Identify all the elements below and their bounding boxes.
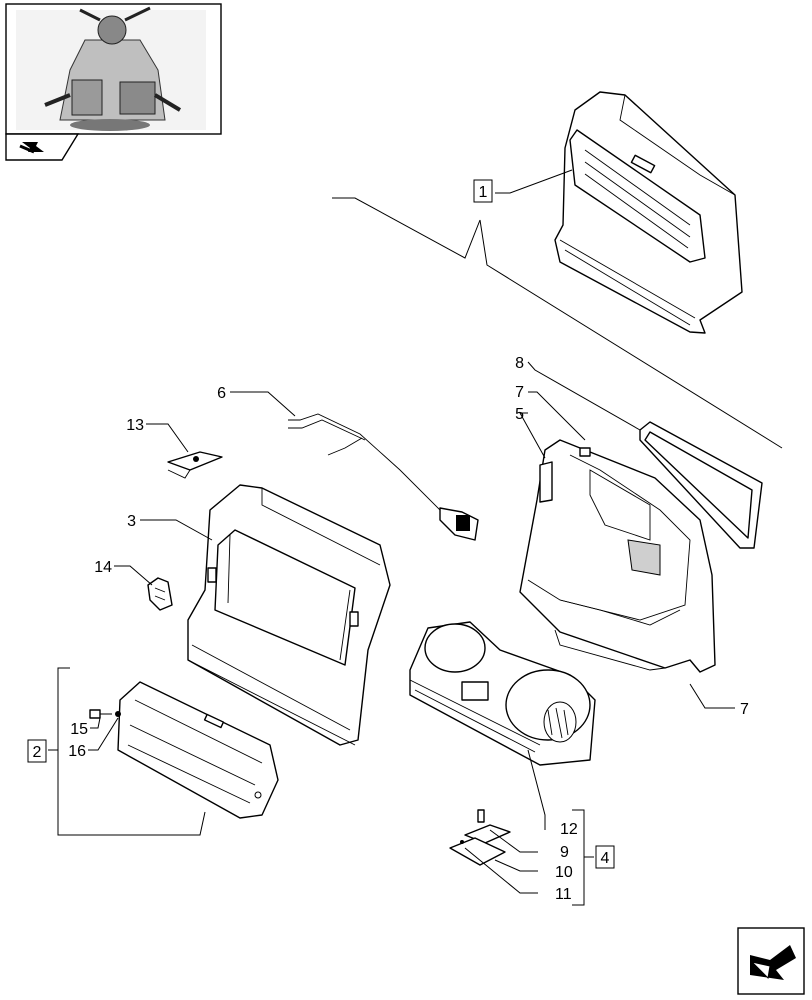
- label-10[interactable]: 10: [555, 864, 573, 881]
- label-6[interactable]: 6: [217, 385, 226, 402]
- label-7-bottom[interactable]: 7: [740, 701, 749, 718]
- label-9[interactable]: 9: [560, 844, 569, 861]
- part-14-drawing: [147, 577, 173, 611]
- label-16[interactable]: 16: [68, 743, 86, 760]
- tractor-cab-thumbnail[interactable]: [5, 3, 222, 135]
- leader-lines: [332, 169, 783, 449]
- blower-assembly-drawing: [409, 621, 596, 766]
- part-2-drawing: [117, 681, 279, 819]
- label-2: 2: [33, 744, 42, 761]
- part-15-16-drawing: [89, 709, 121, 719]
- label-8[interactable]: 8: [515, 355, 524, 372]
- label-3[interactable]: 3: [127, 513, 136, 530]
- label-13[interactable]: 13: [126, 417, 144, 434]
- part-8-drawing: [639, 421, 763, 549]
- label-7-top[interactable]: 7: [515, 384, 524, 401]
- part-1-drawing: [554, 91, 743, 334]
- label-14[interactable]: 14: [94, 559, 112, 576]
- part-13-drawing: [167, 451, 223, 479]
- label-12[interactable]: 12: [560, 821, 578, 838]
- label-15[interactable]: 15: [70, 721, 88, 738]
- label-4: 4: [601, 850, 610, 867]
- part-3-drawing: [187, 484, 391, 746]
- parts-9-10-11-drawing: [449, 809, 511, 866]
- label-box-4[interactable]: 4: [595, 845, 615, 869]
- part-leader-lines: [48, 361, 735, 906]
- label-11[interactable]: 11: [555, 886, 572, 903]
- label-1: 1: [479, 184, 488, 201]
- label-box-2[interactable]: 2: [27, 739, 47, 763]
- part-5-drawing: [519, 439, 716, 673]
- label-box-1[interactable]: 1: [473, 179, 493, 203]
- arrow-icon[interactable]: [5, 133, 80, 161]
- part-6-drawing: [288, 413, 479, 541]
- next-page-arrow-icon[interactable]: [737, 927, 805, 995]
- label-5[interactable]: 5: [515, 406, 524, 423]
